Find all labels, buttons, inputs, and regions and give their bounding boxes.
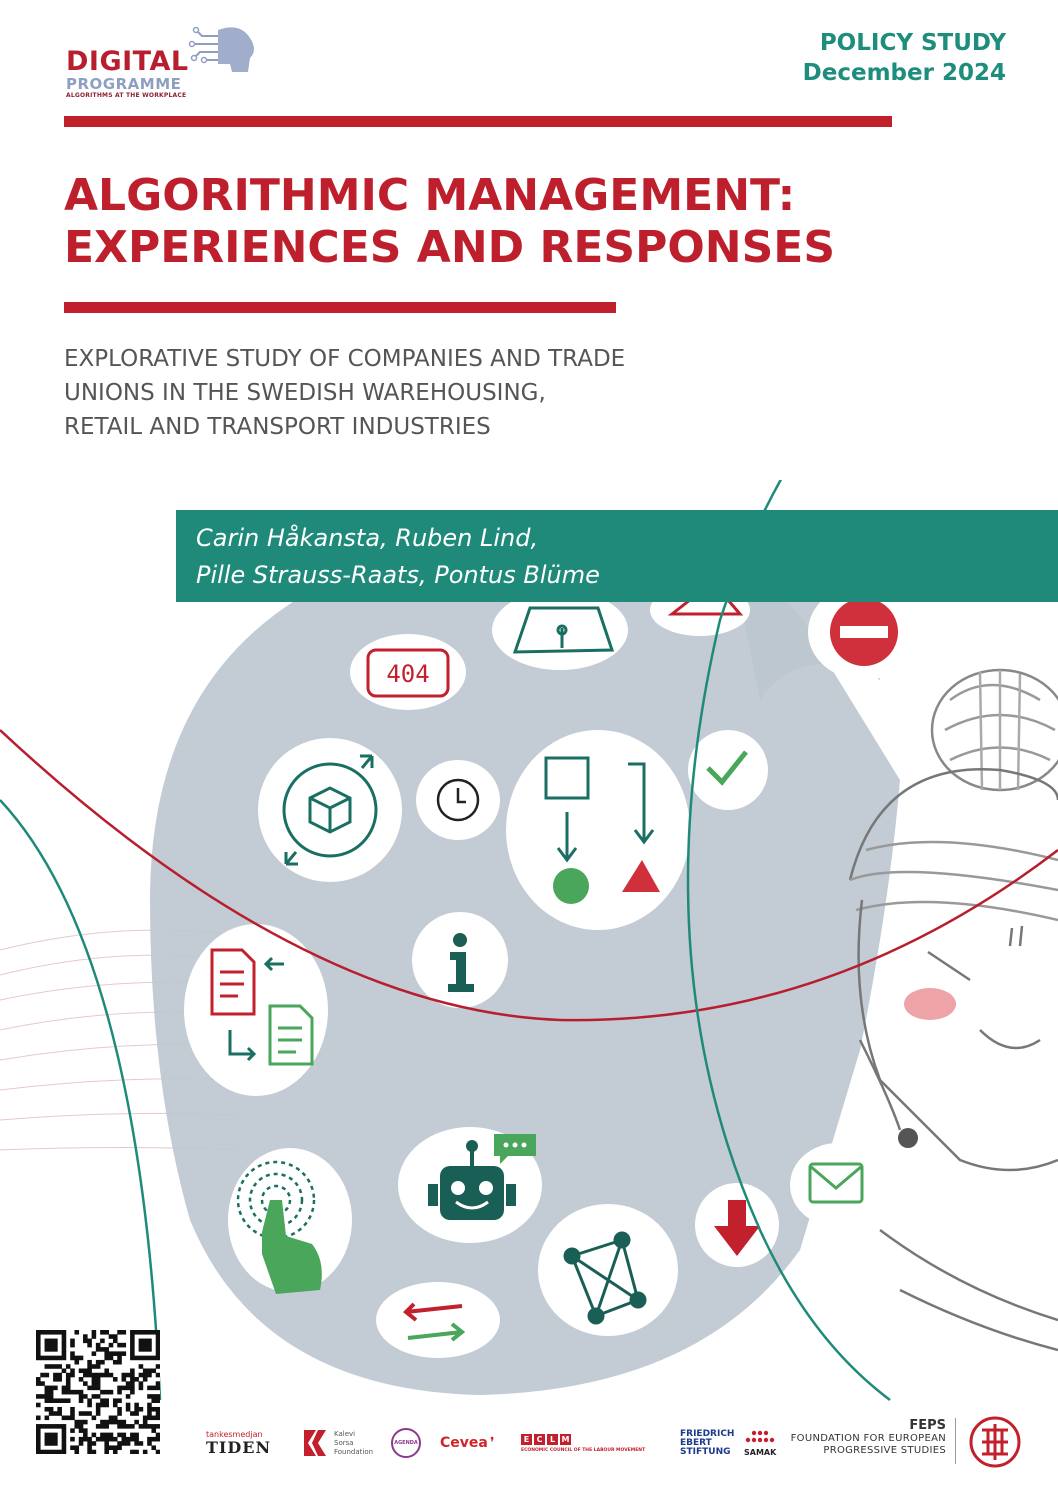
background-grid-lines xyxy=(0,929,241,1151)
study-type-label: POLICY STUDY xyxy=(819,30,1006,56)
tiden-small-label: tankesmedjan xyxy=(206,1430,263,1439)
teal-arc-right xyxy=(686,480,891,1401)
kalevi-line-2: Sorsa xyxy=(334,1438,354,1447)
network-graph-icon xyxy=(563,1231,647,1325)
feps-line-2: PROGRESSIVE STUDIES xyxy=(823,1445,946,1456)
clock-icon xyxy=(436,778,480,822)
fes-line-3: STIFTUNG xyxy=(680,1446,731,1457)
document-exchange-icon xyxy=(210,948,314,1066)
top-divider-bar xyxy=(64,116,892,127)
chatbot-robot-icon xyxy=(428,1134,536,1220)
no-entry-icon xyxy=(830,598,898,666)
subtitle-line-3: RETAIL AND TRANSPORT INDUSTRIES xyxy=(64,414,491,440)
error-404-icon: 404 xyxy=(366,648,450,698)
authors: Carin Håkansta, Ruben Lind, Pille Straus… xyxy=(196,520,600,594)
digital-programme-logo: DIGITAL PROGRAMME ALGORITHMS AT THE WORK… xyxy=(64,20,264,100)
feps-short: FEPS xyxy=(909,1418,946,1433)
eclm-letter-box: E xyxy=(521,1433,532,1445)
mail-icon xyxy=(808,1162,864,1204)
eclm-text: ECONOMIC COUNCIL OF THE LABOUR MOVEMENT xyxy=(521,1447,646,1453)
headset-mic xyxy=(898,1128,918,1148)
authors-line-1: Carin Håkansta, Ruben Lind, xyxy=(196,524,539,552)
tiden-label: TIDEN xyxy=(206,1438,272,1457)
partner-agenda: AGENDA xyxy=(391,1425,421,1461)
teal-arc-left xyxy=(0,799,162,1401)
logo-line-programme: PROGRAMME xyxy=(66,75,182,93)
subtitle: EXPLORATIVE STUDY OF COMPANIES AND TRADE… xyxy=(64,342,864,444)
exchange-arrows-icon xyxy=(403,1302,466,1342)
title-line-1: ALGORITHMIC MANAGEMENT: xyxy=(64,170,796,221)
stressed-worker-sketch xyxy=(848,668,1058,1352)
svg-text:404: 404 xyxy=(386,660,429,688)
partner-kalevi-sorsa: Kalevi Sorsa Foundation xyxy=(302,1425,373,1461)
eclm-letter-box: L xyxy=(547,1433,558,1445)
kalevi-sorsa-icon xyxy=(304,1430,326,1456)
cevea-flame-icon: ❜ xyxy=(489,1435,495,1451)
down-arrow-icon xyxy=(714,1200,760,1256)
partner-samak: SAMAK xyxy=(744,1425,776,1461)
feps-divider xyxy=(955,1418,956,1464)
page-title: ALGORITHMIC MANAGEMENT: EXPERIENCES AND … xyxy=(64,170,1024,274)
flowchart-icon xyxy=(544,756,655,863)
partner-feps: FEPS FOUNDATION FOR EUROPEAN PROGRESSIVE… xyxy=(791,1418,946,1457)
pointing-hand-icon xyxy=(262,1200,322,1294)
logo-line-digital: DIGITAL xyxy=(66,46,189,77)
cover-illustration: 404 xyxy=(0,480,1058,1401)
checkmark-icon xyxy=(706,750,748,786)
agenda-circle-icon: AGENDA xyxy=(391,1428,421,1458)
title-divider-bar xyxy=(64,302,616,313)
partner-tiden: tankesmedjan TIDEN xyxy=(206,1425,271,1461)
publication-date: December 2024 xyxy=(802,60,1006,86)
speed-gauge-icon xyxy=(512,606,615,654)
subtitle-line-2: UNIONS IN THE SWEDISH WAREHOUSING, xyxy=(64,380,546,406)
circuit-head-icon xyxy=(188,26,254,72)
red-arc-line xyxy=(0,729,1058,1022)
samak-dots-icon xyxy=(745,1430,775,1442)
green-dot-icon xyxy=(553,868,589,904)
agenda-label: AGENDA xyxy=(394,1440,418,1446)
subtitle-line-1: EXPLORATIVE STUDY OF COMPANIES AND TRADE xyxy=(64,346,626,372)
qr-code[interactable] xyxy=(36,1330,160,1454)
partner-fes: FRIEDRICH EBERT STIFTUNG xyxy=(680,1425,734,1461)
feps-emblem-icon xyxy=(969,1416,1021,1468)
eclm-letter-box: M xyxy=(560,1433,571,1445)
red-triangle-icon xyxy=(622,860,660,892)
authors-band xyxy=(176,510,1058,602)
logo-tagline: ALGORITHMS AT THE WORKPLACE xyxy=(66,92,187,99)
fes-line-1: FRIEDRICH xyxy=(680,1428,735,1439)
info-icon xyxy=(448,933,474,992)
eclm-letter-box: C xyxy=(534,1433,545,1445)
feps-line-1: FOUNDATION FOR EUROPEAN xyxy=(790,1433,946,1444)
study-type-block: POLICY STUDY December 2024 xyxy=(803,28,1006,88)
partner-cevea: Cevea ❜ xyxy=(440,1425,494,1461)
blush-mark xyxy=(904,988,956,1020)
authors-line-2: Pille Strauss-Raats, Pontus Blüme xyxy=(196,561,600,589)
cevea-label: Cevea xyxy=(440,1435,488,1451)
samak-label: SAMAK xyxy=(744,1447,777,1457)
kalevi-line-3: Foundation xyxy=(334,1447,374,1456)
title-line-2: EXPERIENCES AND RESPONSES xyxy=(64,222,836,273)
fes-line-2: EBERT xyxy=(680,1437,712,1448)
kalevi-line-1: Kalevi xyxy=(334,1429,356,1438)
cycle-package-icon xyxy=(282,754,378,866)
